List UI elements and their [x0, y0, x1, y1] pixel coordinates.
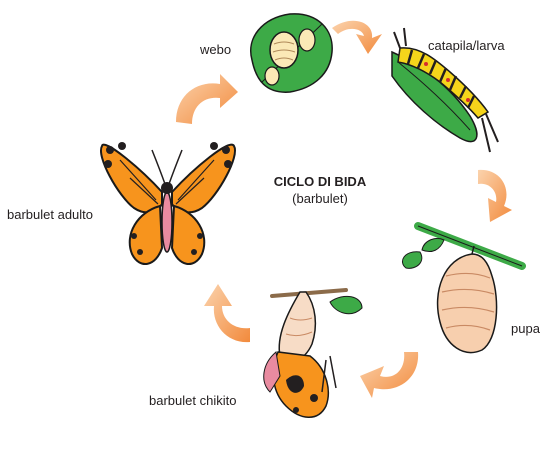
- cycle-arrow-icon: [176, 74, 238, 124]
- diagram-title-block: CICLO DI BIDA (barbulet): [256, 174, 384, 206]
- butterfly-icon: [101, 142, 235, 264]
- stage-label-adult: barbulet adulto: [7, 207, 93, 222]
- stage-label-larva: catapila/larva: [428, 38, 505, 53]
- diagram-subtitle: (barbulet): [256, 191, 384, 206]
- cycle-arrow-icon: [332, 21, 382, 54]
- cycle-arrow-icon: [204, 284, 250, 342]
- stage-label-pupa: pupa: [511, 321, 540, 336]
- emerging-butterfly-icon: [264, 290, 362, 417]
- chrysalis-icon: [402, 226, 522, 352]
- cycle-arrow-icon: [360, 352, 418, 398]
- leaf-with-eggs-icon: [251, 14, 332, 92]
- cycle-arrow-icon: [478, 170, 512, 222]
- stage-label-emerging: barbulet chikito: [149, 393, 236, 408]
- stage-label-egg: webo: [200, 42, 231, 57]
- diagram-title: CICLO DI BIDA: [256, 174, 384, 189]
